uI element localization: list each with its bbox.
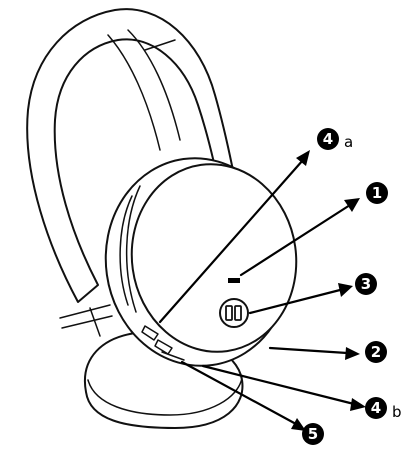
callout-4b: 4 b: [365, 397, 402, 421]
callout-3-number: 3: [361, 275, 371, 293]
callout-5: 5: [302, 423, 324, 445]
callout-1-number: 1: [372, 184, 382, 202]
callout-2-number: 2: [371, 343, 381, 361]
callout-leaders: [158, 150, 366, 431]
callout-4a-suffix: a: [344, 133, 353, 151]
callout-4a-number: 4: [323, 130, 333, 148]
callout-4b-number: 4: [371, 399, 381, 417]
callout-2: 2: [365, 341, 387, 363]
callout-3: 3: [355, 273, 377, 295]
callout-4b-suffix: b: [392, 403, 402, 421]
side-button-top: [141, 325, 159, 341]
callout-1: 1: [366, 182, 388, 204]
led-indicator: [228, 278, 240, 283]
callout-4a: 4 a: [317, 128, 353, 151]
pause-button-icon: [219, 298, 249, 328]
callout-5-number: 5: [308, 425, 318, 443]
